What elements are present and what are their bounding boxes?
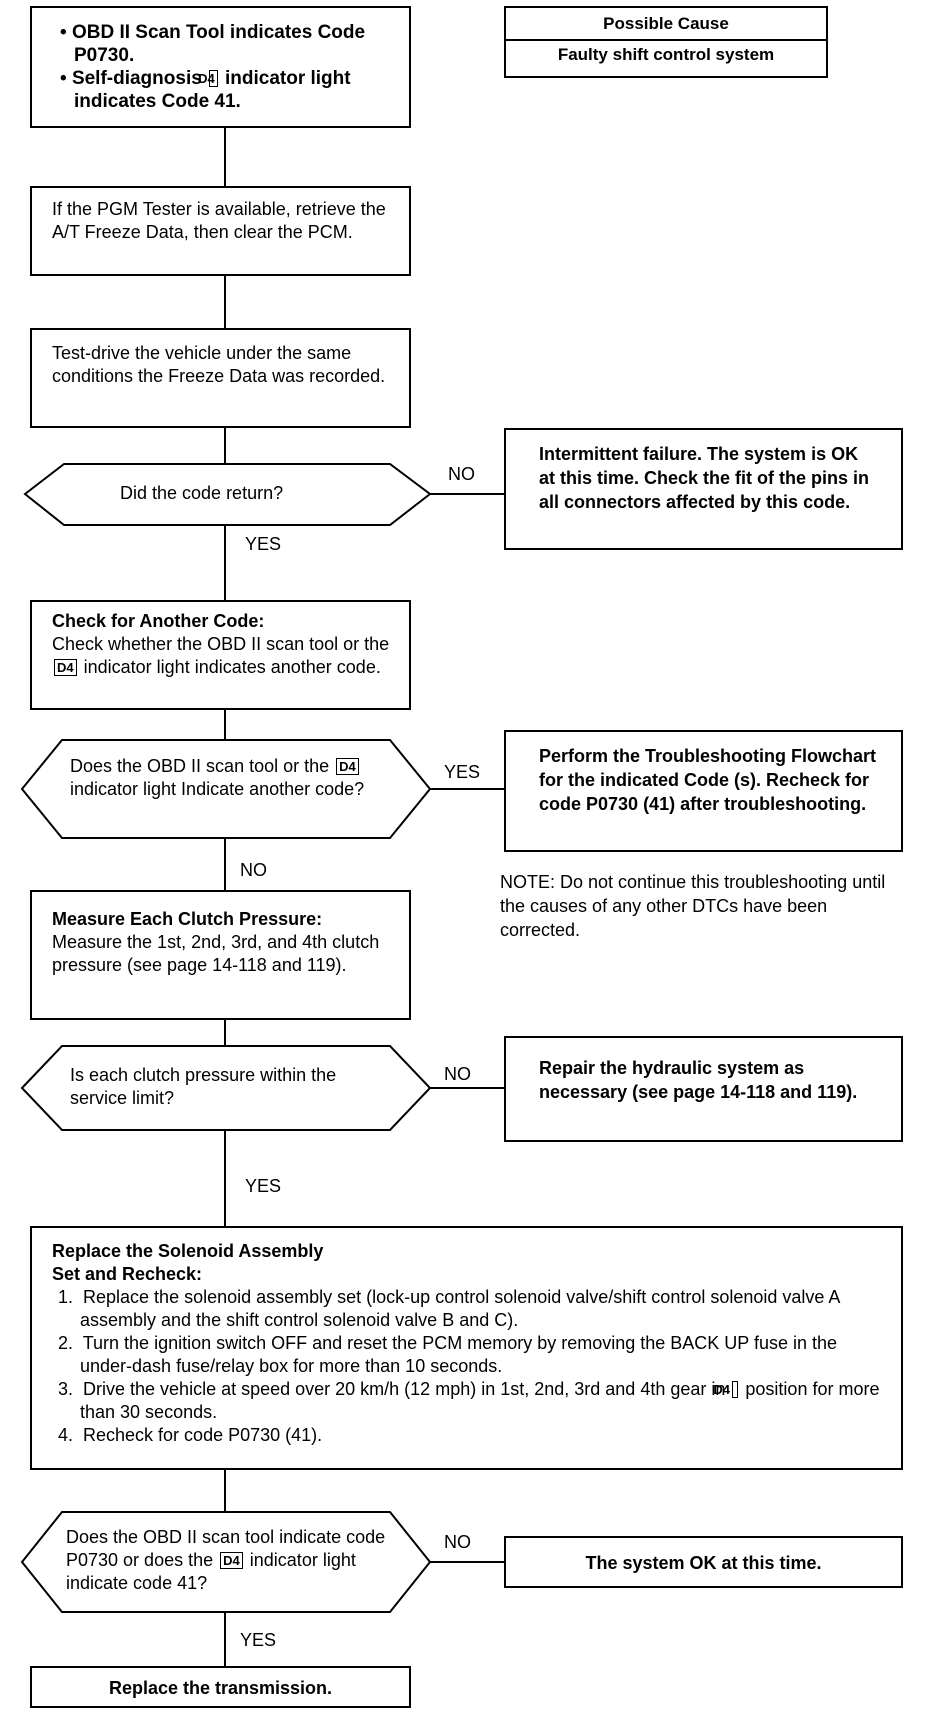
replace-transmission-box: Replace the transmission. [30, 1666, 411, 1708]
start-bullet-1: • OBD II Scan Tool indicates Code P0730. [60, 22, 366, 66]
yes-label: YES [240, 1630, 277, 1650]
replace-solenoid-subtitle: Set and Recheck: [52, 1264, 203, 1284]
measure-clutch-pressure-text: Measure the 1st, 2nd, 3rd, and 4th clutc… [52, 932, 380, 975]
note-text: NOTE: Do not continue this troubleshooti… [500, 872, 886, 940]
decision-hexagon [23, 463, 432, 526]
no-label: NO [444, 1064, 471, 1084]
repair-hydraulic-text: Repair the hydraulic system as necessary… [539, 1058, 858, 1102]
d4-indicator-icon: D4 [54, 659, 77, 676]
step-item: 3. Drive the vehicle at speed over 20 km… [58, 1379, 880, 1422]
perform-troubleshooting-box: Perform the Troubleshooting Flowchart fo… [504, 730, 903, 852]
measure-clutch-pressure-title: Measure Each Clutch Pressure: [52, 909, 323, 929]
test-drive-box: Test-drive the vehicle under the same co… [30, 328, 411, 428]
replace-solenoid-box: Replace the Solenoid Assembly Set and Re… [30, 1226, 903, 1470]
intermittent-failure-text: Intermittent failure. The system is OK a… [539, 444, 870, 512]
measure-clutch-pressure-box: Measure Each Clutch Pressure: Measure th… [30, 890, 411, 1020]
possible-cause-table: Possible Cause Faulty shift control syst… [504, 6, 828, 78]
d4-indicator-icon: D4 [336, 758, 359, 775]
yes-label: YES [444, 762, 481, 782]
step-item: 4. Recheck for code P0730 (41). [58, 1425, 323, 1445]
start-box: • OBD II Scan Tool indicates Code P0730.… [30, 6, 411, 128]
decision-final-text: Does the OBD II scan tool indicate code … [66, 1527, 386, 1593]
check-another-code-box: Check for Another Code: Check whether th… [30, 600, 411, 710]
test-drive-text: Test-drive the vehicle under the same co… [52, 343, 386, 386]
pgm-tester-box: If the PGM Tester is available, retrieve… [30, 186, 411, 276]
d4-indicator-icon: D4 [198, 70, 218, 87]
check-another-code-text: Check whether the OBD II scan tool or th… [52, 634, 390, 677]
step-item: 1. Replace the solenoid assembly set (lo… [58, 1287, 840, 1330]
yes-label: YES [245, 534, 282, 554]
intermittent-failure-box: Intermittent failure. The system is OK a… [504, 428, 903, 550]
possible-cause-item: Faulty shift control system [557, 45, 775, 64]
pgm-tester-text: If the PGM Tester is available, retrieve… [52, 199, 386, 242]
start-bullet-2: • Self-diagnosis D4 indicator light indi… [60, 68, 351, 112]
possible-cause-header: Possible Cause [506, 8, 826, 41]
step-item: 2. Turn the ignition switch OFF and rese… [58, 1333, 838, 1376]
replace-solenoid-steps: 1. Replace the solenoid assembly set (lo… [52, 1286, 892, 1447]
check-another-code-title: Check for Another Code: [52, 611, 265, 631]
perform-troubleshooting-text: Perform the Troubleshooting Flowchart fo… [539, 746, 877, 814]
system-ok-box: The system OK at this time. [504, 1536, 903, 1588]
d4-indicator-icon: D4 [713, 1381, 739, 1398]
repair-hydraulic-box: Repair the hydraulic system as necessary… [504, 1036, 903, 1142]
no-label: NO [448, 464, 475, 484]
decision-another-code-text: Does the OBD II scan tool or the D4 indi… [70, 756, 365, 799]
decision-code-return-text: Did the code return? [120, 483, 284, 503]
decision-pressure-text: Is each clutch pressure within the servi… [70, 1065, 337, 1108]
decision-hexagon [20, 1045, 432, 1131]
system-ok-text: The system OK at this time. [585, 1553, 822, 1573]
no-label: NO [444, 1532, 471, 1552]
no-label: NO [240, 860, 267, 880]
replace-solenoid-title: Replace the Solenoid Assembly [52, 1241, 324, 1261]
d4-indicator-icon: D4 [220, 1552, 243, 1569]
decision-hexagon [20, 739, 432, 839]
replace-transmission-text: Replace the transmission. [108, 1678, 333, 1698]
yes-label: YES [245, 1176, 282, 1196]
decision-hexagon [20, 1511, 432, 1613]
